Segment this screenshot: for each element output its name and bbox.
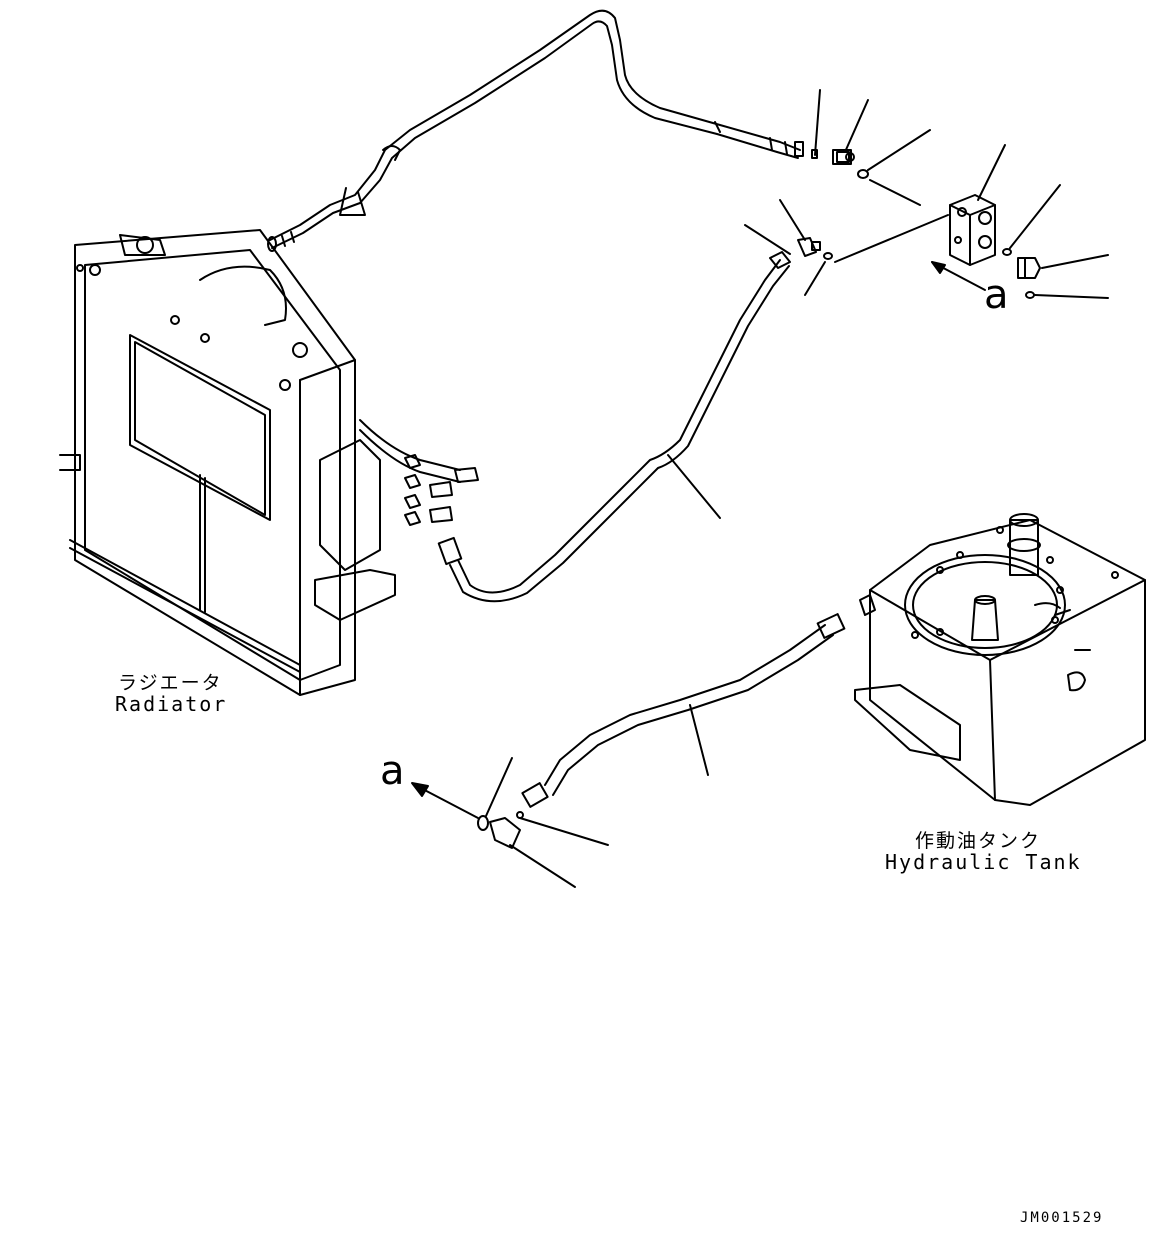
top-fittings — [811, 89, 931, 206]
radiator-label-en: Radiator — [115, 692, 228, 716]
upper-pipe — [267, 9, 804, 252]
ref-arrow-top — [931, 261, 986, 291]
ref-arrow-bottom — [411, 782, 479, 819]
drawing-number: JM001529 — [1020, 1210, 1104, 1226]
valve-block — [834, 144, 1109, 299]
lower-hose — [477, 613, 846, 888]
ref-label-bottom-a: a — [380, 748, 405, 794]
radiator-label-jp: ラジエータ — [118, 672, 223, 694]
radiator — [59, 229, 479, 696]
hydraulic-tank — [854, 513, 1146, 806]
tank-label-en: Hydraulic Tank — [885, 850, 1082, 874]
ref-label-top-a: a — [984, 272, 1009, 318]
middle-hose — [437, 199, 833, 603]
tank-label-jp: 作動油タンク — [915, 830, 1042, 852]
